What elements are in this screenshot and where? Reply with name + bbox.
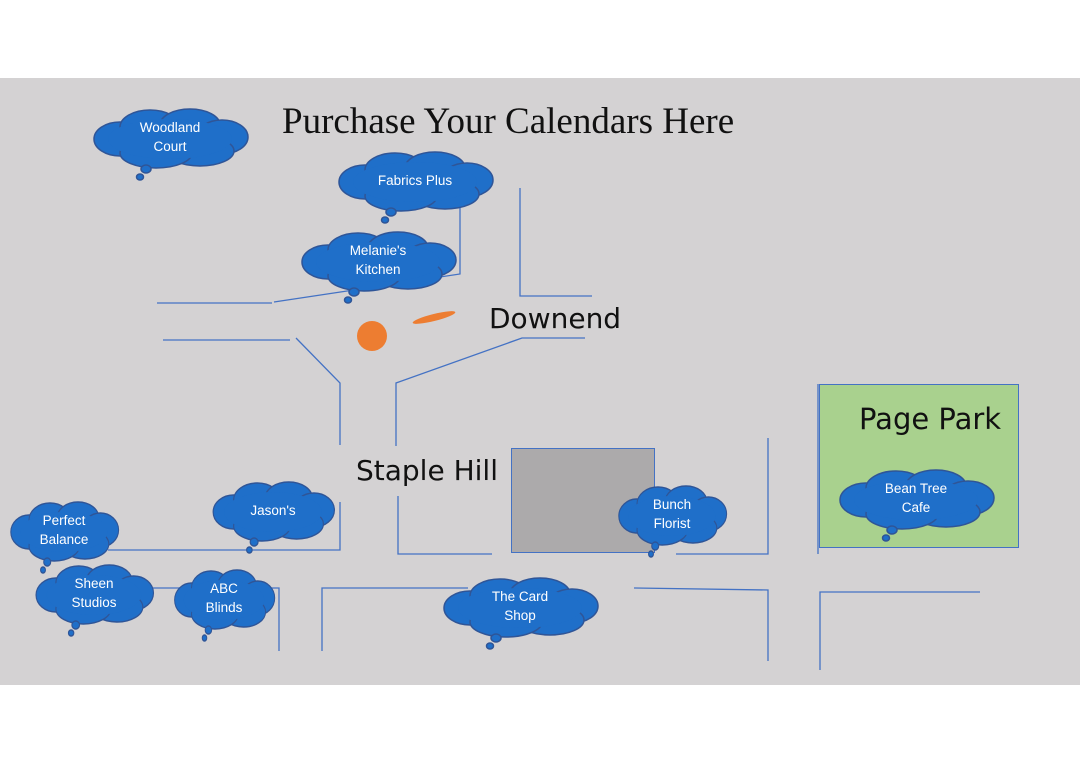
shop-cloud-sheen-studios[interactable]: Sheen Studios	[33, 561, 155, 641]
shop-label: Melanie's Kitchen	[349, 243, 407, 277]
shop-label: The Card Shop	[491, 589, 549, 623]
map-canvas: Purchase Your Calendars Here Downend Sta…	[0, 78, 1080, 685]
location-marker-dot	[357, 321, 387, 351]
shop-cloud-melanies-kitchen[interactable]: Melanie's Kitchen	[298, 228, 458, 308]
shop-cloud-jasons[interactable]: Jason's	[210, 478, 336, 558]
shop-label: Sheen Studios	[71, 576, 117, 610]
shop-label: Woodland Court	[139, 120, 201, 154]
area-label-staple-hill: Staple Hill	[356, 454, 498, 487]
area-label-page-park: Page Park	[859, 402, 1002, 436]
shop-cloud-abc-blinds[interactable]: ABC Blinds	[172, 566, 276, 646]
shop-label: Bean Tree Cafe	[884, 481, 948, 515]
map-title: Purchase Your Calendars Here	[282, 101, 735, 142]
shop-label: ABC Blinds	[205, 581, 243, 615]
shop-cloud-the-card-shop[interactable]: The Card Shop	[440, 574, 600, 654]
shop-cloud-bunch-florist[interactable]: Bunch Florist	[616, 482, 728, 562]
shop-cloud-perfect-balance[interactable]: Perfect Balance	[8, 498, 120, 578]
shop-label: Jason's	[250, 502, 296, 518]
shop-cloud-woodland-court[interactable]: Woodland Court	[90, 105, 250, 185]
area-label-downend: Downend	[489, 302, 622, 335]
shop-cloud-fabrics-plus[interactable]: Fabrics Plus	[335, 148, 495, 228]
shop-cloud-bean-tree-cafe[interactable]: Bean Tree Cafe	[836, 466, 996, 546]
shop-label: Bunch Florist	[652, 497, 692, 531]
shop-label: Fabrics Plus	[377, 172, 453, 188]
shop-label: Perfect Balance	[39, 513, 89, 547]
